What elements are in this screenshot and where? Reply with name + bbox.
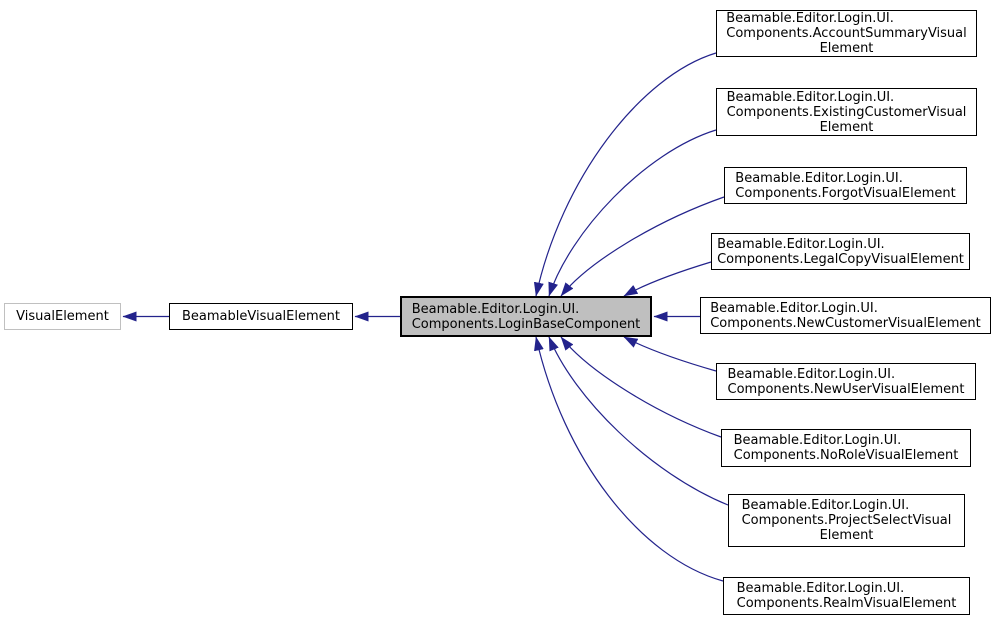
node-new-customer-visual-element[interactable]: Beamable.Editor.Login.UI. Components.New… [700, 297, 991, 334]
node-label: Components.ProjectSelectVisual [741, 513, 952, 528]
node-label: Beamable.Editor.Login.UI. [727, 366, 896, 382]
node-label: Element [819, 528, 874, 543]
node-legal-copy-visual-element[interactable]: Beamable.Editor.Login.UI. Components.Leg… [711, 233, 970, 270]
node-new-user-visual-element[interactable]: Beamable.Editor.Login.UI. Components.New… [716, 363, 976, 400]
node-label: Components.NewCustomerVisualElement [710, 315, 981, 331]
node-label: Beamable.Editor.Login.UI. [736, 581, 905, 596]
node-existing-customer-visual-element[interactable]: Beamable.Editor.Login.UI. Components.Exi… [716, 88, 977, 136]
edge-legal-copy-to-login-base [623, 261, 712, 297]
node-label: Components.ForgotVisualElement [735, 185, 956, 201]
node-label: Beamable.Editor.Login.UI. [741, 498, 910, 513]
node-label: Beamable.Editor.Login.UI. [735, 170, 903, 186]
node-label: Beamable.Editor.Login.UI. [411, 301, 580, 317]
node-label: Element [819, 119, 874, 135]
node-no-role-visual-element[interactable]: Beamable.Editor.Login.UI. Components.NoR… [721, 429, 971, 467]
node-label: VisualElement [16, 309, 109, 324]
node-label: Beamable.Editor.Login.UI. [726, 89, 895, 105]
node-account-summary-visual-element[interactable]: Beamable.Editor.Login.UI. Components.Acc… [716, 10, 977, 57]
node-label: Beamable.Editor.Login.UI. [726, 11, 894, 26]
node-realm-visual-element[interactable]: Beamable.Editor.Login.UI. Components.Rea… [723, 577, 970, 615]
node-visual-element: VisualElement [4, 303, 121, 330]
node-label: Beamable.Editor.Login.UI. [717, 236, 885, 252]
node-label: BeamableVisualElement [181, 309, 340, 324]
node-label: Components.AccountSummaryVisual [726, 26, 967, 41]
edge-no-role-to-login-base [560, 336, 722, 438]
node-project-select-visual-element[interactable]: Beamable.Editor.Login.UI. Components.Pro… [728, 494, 965, 547]
edge-new-user-to-login-base [623, 336, 717, 372]
node-label: Beamable.Editor.Login.UI. [733, 433, 902, 448]
edge-realm-to-login-base [534, 336, 724, 582]
node-label: Components.NewUserVisualElement [727, 381, 965, 397]
edge-account-summary-to-login-base [533, 52, 717, 297]
node-label: Element [819, 41, 874, 56]
node-label: Beamable.Editor.Login.UI. [710, 300, 878, 316]
node-label: Components.RealmVisualElement [736, 596, 957, 611]
node-login-base-component: Beamable.Editor.Login.UI. Components.Log… [400, 296, 652, 337]
edge-project-select-to-login-base [548, 336, 729, 506]
node-label: Components.LegalCopyVisualElement [717, 251, 964, 267]
node-label: Components.LoginBaseComponent [411, 316, 641, 332]
edge-forgot-to-login-base [560, 196, 725, 297]
node-label: Components.ExistingCustomerVisual [726, 104, 967, 120]
node-beamable-visual-element[interactable]: BeamableVisualElement [169, 303, 353, 330]
node-forgot-visual-element[interactable]: Beamable.Editor.Login.UI. Components.For… [724, 167, 967, 204]
edge-existing-customer-to-login-base [548, 129, 717, 297]
node-label: Components.NoRoleVisualElement [733, 448, 959, 463]
